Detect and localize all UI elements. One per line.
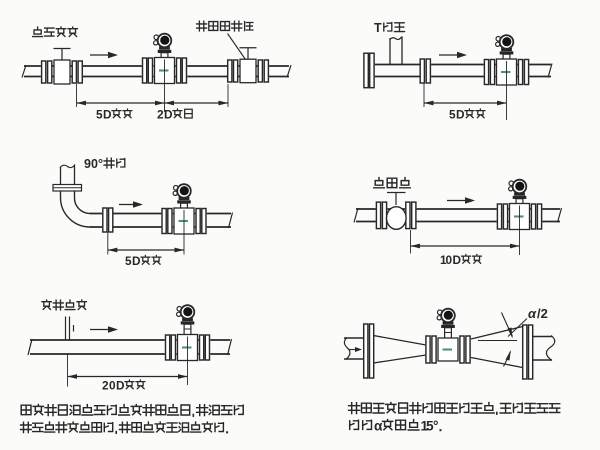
svg-text:α: α [528,306,537,321]
svg-text:1: 1 [440,253,447,267]
svg-text:0: 0 [91,157,98,171]
svg-text:°: ° [433,419,438,434]
svg-text:D: D [103,108,112,122]
svg-text:°: ° [98,157,103,171]
svg-text:/2: /2 [537,306,548,321]
svg-text:0: 0 [446,253,453,267]
svg-text:α: α [374,419,383,434]
svg-text:D: D [132,254,141,268]
svg-text:2: 2 [102,379,109,393]
svg-text:2: 2 [157,108,164,122]
svg-text:5: 5 [125,254,132,268]
svg-text:D: D [456,108,465,122]
svg-text:5: 5 [449,108,456,122]
svg-text:5: 5 [96,108,103,122]
svg-text:9: 9 [84,157,91,171]
svg-text:0: 0 [109,379,116,393]
svg-text:D: D [116,379,125,393]
svg-text:5: 5 [426,419,434,434]
svg-text:T: T [374,21,382,35]
svg-text:1: 1 [421,419,429,434]
svg-text:D: D [164,108,173,122]
svg-text:D: D [453,253,462,267]
